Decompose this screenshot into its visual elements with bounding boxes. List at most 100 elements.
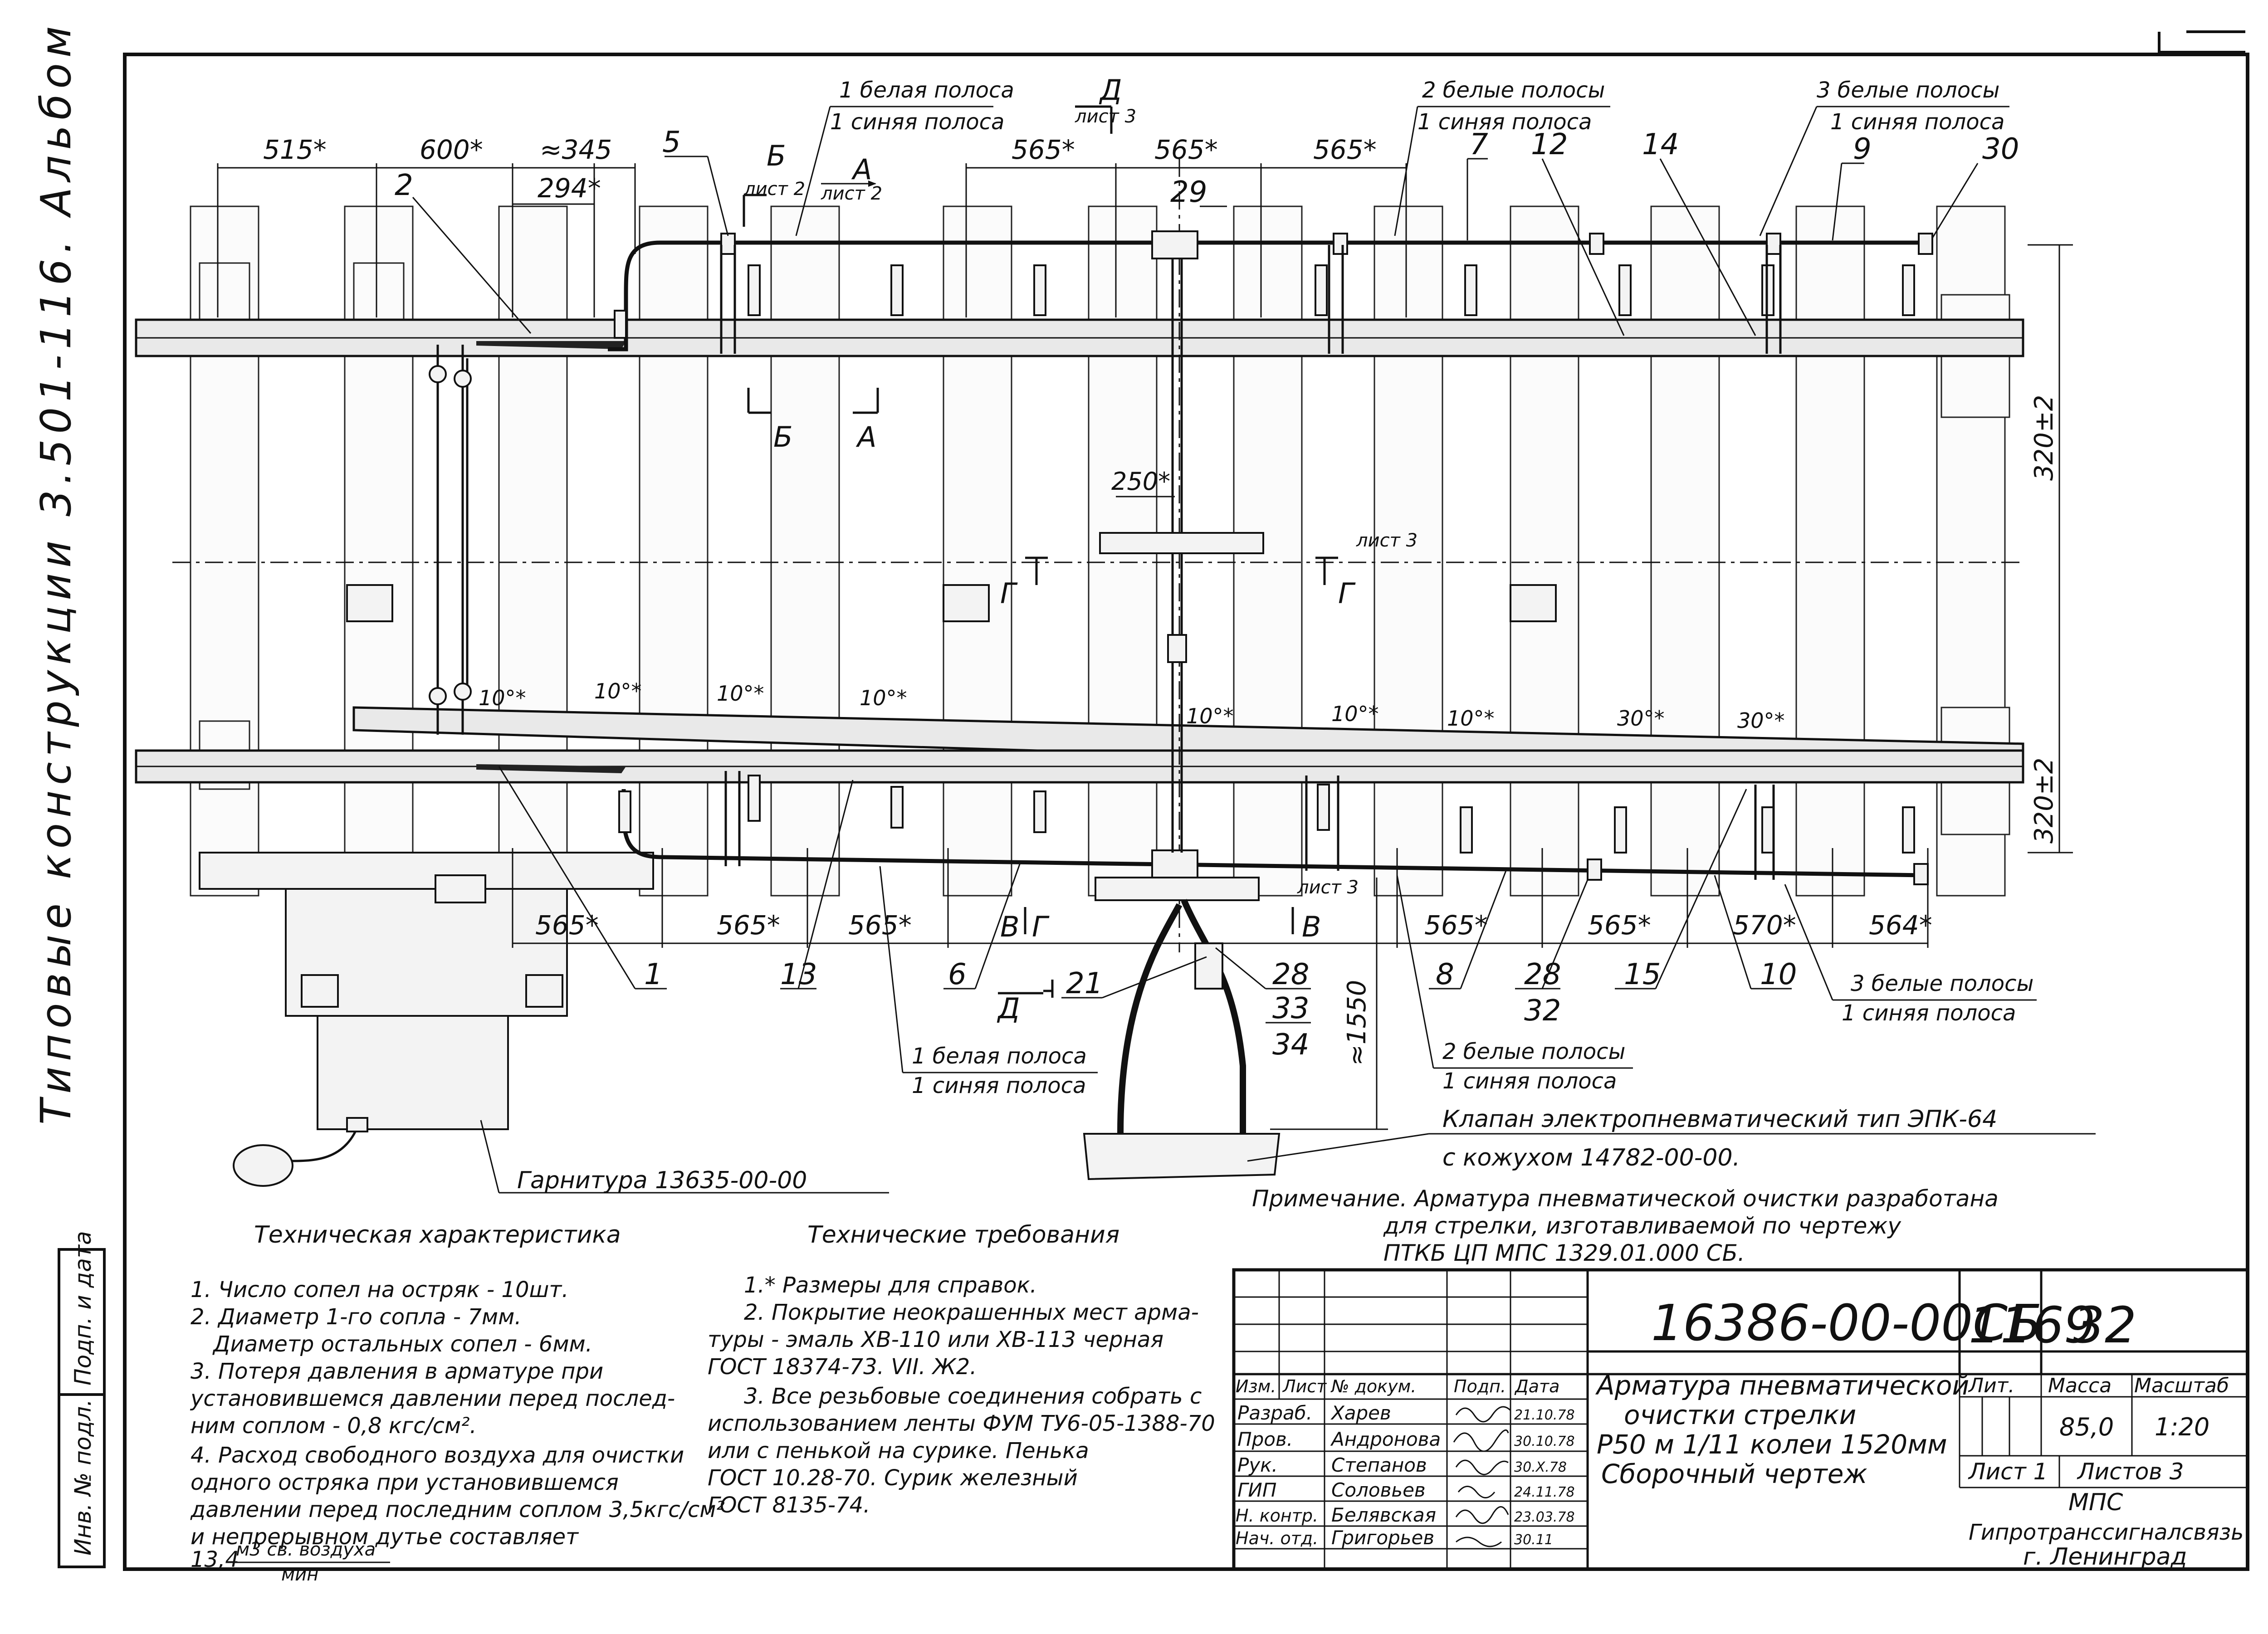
title-line-1: Арматура пневматической bbox=[1595, 1370, 1969, 1401]
date-1: 21.10.78 bbox=[1514, 1407, 1575, 1423]
sheet-label: Лист 1 bbox=[1968, 1458, 2048, 1485]
angle-2: 10°* bbox=[594, 679, 642, 703]
tech-char-line-10: и непрерывном дутье составляет bbox=[191, 1524, 579, 1550]
tech-char-line-2: 2. Диаметр 1-го сопла - 7мм. bbox=[191, 1304, 522, 1330]
dim-515: 515* bbox=[263, 134, 327, 165]
tech-requirements: Технические требования 1.* Размеры для с… bbox=[708, 1221, 1215, 1518]
angle-8: 30°* bbox=[1617, 706, 1665, 731]
pos-5: 5 bbox=[662, 126, 681, 159]
dim-b-565-2: 565* bbox=[717, 910, 780, 941]
tech-req-line-8: ГОСТ 10.28-70. Сурик железный bbox=[708, 1465, 1078, 1491]
date-2: 30.10.78 bbox=[1514, 1434, 1575, 1449]
role-3: Рук. bbox=[1237, 1454, 1278, 1476]
section-d-sheet: лист 3 bbox=[1075, 106, 1136, 127]
section-g-right: Г bbox=[1338, 577, 1356, 610]
hose-and-valve bbox=[1083, 899, 1281, 1180]
name-4: Соловьев bbox=[1331, 1479, 1426, 1501]
stripe-bot2a: 2 белые полосы bbox=[1442, 1039, 1625, 1064]
component-labels: Клапан электропневматический тип ЭПК-64 … bbox=[480, 1106, 2096, 1194]
name-3: Степанов bbox=[1331, 1454, 1427, 1476]
tech-char-line-5: установившемся давлении перед послед- bbox=[190, 1386, 675, 1411]
section-v-right: В bbox=[1302, 910, 1321, 943]
role-4: ГИП bbox=[1237, 1479, 1276, 1501]
pos-10: 10 bbox=[1760, 958, 1797, 991]
switch-rods bbox=[429, 345, 472, 735]
tech-char-line-3: Диаметр остальных сопел - 6мм. bbox=[212, 1332, 592, 1357]
angle-marks: 10°* 10°* 10°* 10°* 10°* 10°* 10°* 30°* … bbox=[479, 679, 1785, 733]
center-riser bbox=[1095, 259, 1264, 901]
tech-char-line-1: 1. Число сопел на остряк - 10шт. bbox=[191, 1277, 569, 1302]
org-line-1: МПС bbox=[2068, 1489, 2123, 1516]
album-number: 1169 bbox=[1969, 1296, 2096, 1354]
name-5: Белявская bbox=[1331, 1504, 1436, 1526]
stripe-bot3b: 1 синяя полоса bbox=[1842, 1000, 2016, 1026]
dimensions-bottom: 565* 565* 565* 565* 565* 570* 564* bbox=[512, 848, 1932, 948]
signatures bbox=[1453, 1406, 1511, 1547]
tech-char-line-6: ним соплом - 0,8 кгс/см². bbox=[191, 1413, 477, 1439]
rails bbox=[135, 318, 2024, 784]
tech-char-line-8: одного остряка при установившемся bbox=[191, 1470, 619, 1495]
angle-9: 30°* bbox=[1737, 708, 1785, 733]
stripe-top3b: 1 синяя полоса bbox=[1830, 109, 2004, 135]
dim-320-bottom: 320±2 bbox=[2029, 758, 2059, 844]
pos-34: 34 bbox=[1272, 1028, 1309, 1062]
pos-21: 21 bbox=[1066, 967, 1103, 1000]
note-block: Примечание. Арматура пневматической очис… bbox=[1252, 1185, 1999, 1266]
angle-4: 10°* bbox=[860, 686, 907, 710]
section-a-bottom: А bbox=[855, 420, 876, 454]
date-4: 24.11.78 bbox=[1514, 1484, 1575, 1500]
valve-line2: с кожухом 14782-00-00. bbox=[1442, 1144, 1740, 1171]
lit-label: Лит. bbox=[1968, 1374, 2014, 1397]
stripe-top1b: 1 синяя полоса bbox=[830, 109, 1004, 135]
nozzles-top bbox=[614, 245, 1915, 354]
angle-3: 10°* bbox=[717, 681, 764, 706]
tech-req-line-5: 3. Все резьбовые соединения собрать с bbox=[744, 1384, 1202, 1409]
section-a-sheet: лист 2 bbox=[821, 183, 882, 204]
dim-250: 250* bbox=[1111, 467, 1170, 496]
section-d-bottom: Д bbox=[997, 992, 1020, 1025]
stripe-top2a: 2 белые полосы bbox=[1422, 78, 1605, 103]
scale-value: 1:20 bbox=[2155, 1413, 2209, 1441]
pos-29: 29 bbox=[1170, 176, 1207, 209]
title-line-2: очистки стрелки bbox=[1624, 1400, 1856, 1430]
name-1: Харев bbox=[1330, 1402, 1391, 1424]
section-b-bottom: Б bbox=[773, 420, 793, 454]
drawing-frame bbox=[123, 53, 2249, 1571]
bottom-air-pipe bbox=[621, 789, 1929, 885]
date-5: 23.03.78 bbox=[1514, 1509, 1575, 1525]
section-marks: Б лист 2 А лист 2 Б А Д лист 3 Г Г лист … bbox=[743, 73, 1418, 1025]
tech-req-line-2: 2. Покрытие неокрашенных мест арма- bbox=[744, 1300, 1199, 1325]
dim-565-c: 565* bbox=[1313, 134, 1377, 165]
stripe-annotations: 1 белая полоса 1 синяя полоса 2 белые по… bbox=[795, 78, 2037, 1098]
tech-req-line-1: 1.* Размеры для справок. bbox=[744, 1273, 1037, 1298]
angle-5: 10°* bbox=[1186, 704, 1234, 728]
track-plan bbox=[135, 159, 2024, 1187]
dim-b-565-4: 565* bbox=[1424, 910, 1488, 941]
pos-28b: 28 bbox=[1524, 958, 1561, 991]
tech-char-heading: Техническая характеристика bbox=[254, 1221, 621, 1249]
angle-1: 10°* bbox=[479, 686, 526, 710]
col-izm: Изм. bbox=[1236, 1376, 1276, 1396]
dim-565-a: 565* bbox=[1012, 134, 1075, 165]
sheets-label: Листов 3 bbox=[2077, 1458, 2184, 1485]
nozzles-bottom bbox=[618, 771, 1915, 880]
pos-2: 2 bbox=[395, 169, 413, 202]
mass-label: Масса bbox=[2048, 1374, 2112, 1397]
col-date: Дата bbox=[1514, 1376, 1559, 1396]
frame-corner-mark bbox=[2158, 32, 2245, 54]
dim-b-565-1: 565* bbox=[535, 910, 599, 941]
section-a-top: А bbox=[851, 153, 872, 186]
dimensions-top: 515* 600* ≈345 294* 565* 565* 565* bbox=[217, 134, 1407, 317]
side-title: Типовые конструкции 3.501-116. Альбом bbox=[32, 21, 80, 1125]
angle-6: 10°* bbox=[1331, 702, 1379, 726]
section-g-sheet: лист 3 bbox=[1356, 530, 1418, 551]
pos-1: 1 bbox=[644, 958, 663, 991]
flow-denominator: мин bbox=[281, 1564, 318, 1585]
pos-12: 12 bbox=[1531, 128, 1568, 161]
tech-char-line-9: давлении перед последним соплом 3,5кгс/с… bbox=[190, 1497, 725, 1522]
tech-req-line-7: или с пенькой на сурике. Пенька bbox=[708, 1438, 1089, 1463]
stripe-bot2b: 1 синяя полоса bbox=[1442, 1068, 1617, 1094]
section-b-top: Б bbox=[767, 139, 786, 172]
section-b-sheet: лист 2 bbox=[743, 179, 805, 200]
title-line-3: Р50 м 1/11 колеи 1520мм bbox=[1597, 1429, 1947, 1460]
